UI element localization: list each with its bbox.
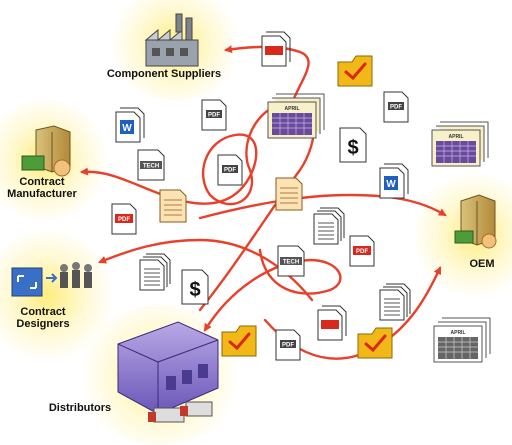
text-doc-stack-icon bbox=[379, 283, 411, 321]
contract-manufacturer-line1: Contract bbox=[19, 176, 65, 188]
text-doc-stack-icon bbox=[139, 253, 171, 291]
component-suppliers-label: Component Suppliers bbox=[106, 68, 222, 80]
arrow-to-oem bbox=[198, 193, 447, 220]
pdf-doc-icon: PDF bbox=[275, 329, 301, 361]
calendar-label: APRIL bbox=[449, 134, 464, 140]
pdf-label: PDF bbox=[224, 168, 236, 174]
pdf-label: PDF bbox=[118, 217, 130, 223]
oem-label: OEM bbox=[469, 258, 495, 270]
red-pdf-doc-icon: PDF bbox=[111, 203, 137, 235]
text-doc-stack-icon bbox=[313, 207, 345, 245]
pdf-doc-icon: PDF bbox=[383, 91, 409, 123]
contract-designers-line1: Contract bbox=[20, 306, 66, 318]
contract-manufacturer-line2: Manufacturer bbox=[7, 188, 77, 200]
factory-icon bbox=[144, 13, 199, 67]
tech-label: TECH bbox=[143, 164, 159, 170]
tech-label: TECH bbox=[283, 260, 299, 266]
arrow-to-suppliers bbox=[224, 45, 310, 110]
pdf-label: PDF bbox=[390, 105, 402, 111]
red-pdf-stack-icon bbox=[317, 305, 347, 341]
designers-icon bbox=[11, 262, 92, 297]
notepad-icon bbox=[275, 177, 303, 211]
pdf-doc-icon: PDF bbox=[201, 99, 227, 131]
pdf-label: PDF bbox=[282, 343, 294, 349]
contract-designers-line2: Designers bbox=[16, 318, 70, 330]
calendar-icon: APRIL bbox=[267, 93, 325, 139]
check-folder-icon bbox=[337, 55, 373, 87]
document-icons: PDF PDF PDF PDF PDF bbox=[111, 31, 491, 363]
dollar-doc-icon: $ bbox=[181, 269, 209, 305]
calendar-label: APRIL bbox=[451, 330, 466, 336]
word-label: W bbox=[386, 179, 396, 190]
tech-doc-icon: TECH bbox=[137, 149, 165, 181]
dollar-label: $ bbox=[189, 279, 200, 301]
manufacturer-building-icon bbox=[21, 125, 71, 177]
arrow-tech-loop bbox=[203, 248, 342, 332]
calendar-icon: APRIL bbox=[431, 121, 489, 167]
distributors-label: Distributors bbox=[48, 402, 112, 414]
contract-manufacturer-label: Contract Manufacturer bbox=[2, 176, 82, 200]
check-folder-icon bbox=[357, 327, 393, 359]
pdf-doc-icon: PDF bbox=[217, 154, 243, 186]
notepad-icon bbox=[159, 189, 187, 223]
oem-building-icon bbox=[454, 194, 497, 249]
calendar-icon: APRIL bbox=[433, 317, 491, 363]
warehouse-icon bbox=[117, 321, 219, 423]
red-pdf-doc-icon: PDF bbox=[349, 235, 375, 267]
word-doc-icon: W bbox=[379, 163, 409, 199]
dollar-doc-icon: $ bbox=[339, 127, 367, 163]
word-label: W bbox=[122, 123, 132, 134]
arrow-loop-center bbox=[80, 98, 316, 312]
tech-doc-icon: TECH bbox=[277, 245, 305, 277]
red-pdf-stack-icon bbox=[261, 31, 291, 67]
pdf-label: PDF bbox=[356, 249, 368, 255]
dollar-label: $ bbox=[347, 137, 358, 159]
calendar-label: APRIL bbox=[285, 106, 300, 112]
check-folder-icon bbox=[221, 325, 257, 357]
diagram-canvas: PDF PDF PDF PDF PDF bbox=[11, 13, 497, 423]
contract-designers-label: Contract Designers bbox=[8, 306, 78, 330]
pdf-label: PDF bbox=[208, 113, 220, 119]
word-doc-icon: W bbox=[115, 107, 145, 143]
